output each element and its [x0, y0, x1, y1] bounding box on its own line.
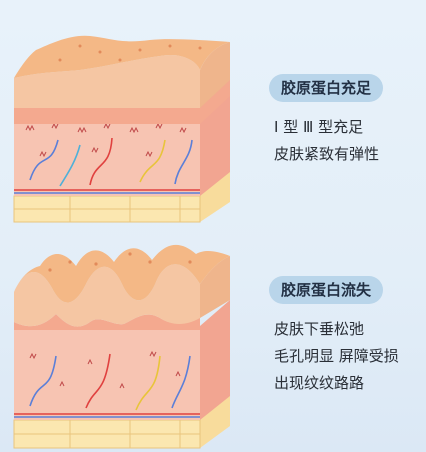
pores — [48, 252, 192, 272]
description-line-3: 出现纹纹路路 — [274, 374, 365, 392]
skin-surface — [14, 35, 230, 78]
description-line-2: 皮肤紧致有弹性 — [274, 145, 380, 163]
fat-layer — [13, 394, 230, 449]
epidermis-band — [14, 314, 200, 330]
collagen-sufficient-tag: 胶原蛋白充足 — [269, 74, 384, 102]
aged-skin-illustration — [13, 244, 230, 449]
collagen-fibers — [25, 122, 187, 158]
healthy-skin-illustration — [13, 35, 230, 223]
epidermis-layer — [14, 264, 200, 327]
collagen-fibers — [29, 350, 181, 389]
collagen-loss-tag: 胶原蛋白流失 — [269, 276, 384, 304]
dermis-layer — [14, 330, 200, 420]
blood-vessels — [14, 137, 200, 194]
dermis-side — [200, 300, 230, 420]
panel-collagen-loss: 胶原蛋白流失 皮肤下垂松弛 毛孔明显 屏障受损 出现纹纹路路 — [0, 226, 426, 452]
description-line-2: 毛孔明显 屏障受损 — [274, 347, 399, 365]
epidermis-band — [14, 80, 230, 124]
description-line-1: Ⅰ 型 Ⅲ 型充足 — [274, 118, 364, 136]
epidermis-layer — [14, 54, 200, 108]
panel-collagen-sufficient: 胶原蛋白充足 Ⅰ 型 Ⅲ 型充足 皮肤紧致有弹性 — [13, 35, 384, 223]
skin-surface-wrinkled — [14, 244, 230, 303]
pores — [58, 44, 202, 62]
description-line-1: 皮肤下垂松弛 — [274, 320, 365, 338]
blood-vessels — [14, 353, 200, 418]
